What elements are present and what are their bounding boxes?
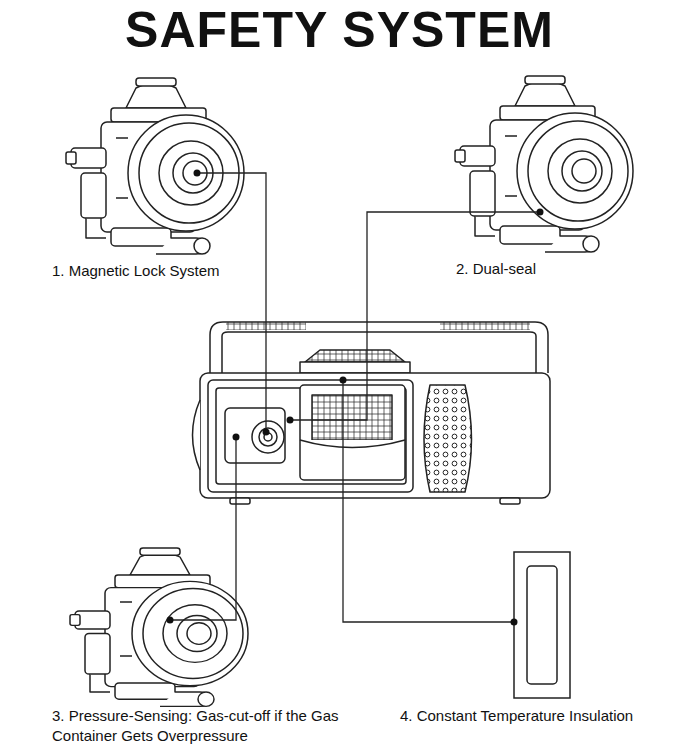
stove-illustration	[193, 322, 551, 504]
leader-dots	[167, 170, 544, 626]
diagram-title: SAFETY SYSTEM	[0, 2, 679, 58]
pressure-sensor-illustration	[70, 548, 248, 706]
part-label: 1. Magnetic Lock System	[52, 261, 312, 281]
magnetic-lock-illustration	[66, 78, 244, 254]
dual-seal-illustration	[455, 76, 633, 252]
part-label: 4. Constant Temperature Insulation	[400, 706, 675, 726]
leader-lines	[170, 173, 540, 622]
part-label: 3. Pressure-Sensing: Gas-cut-off if the …	[52, 706, 352, 746]
part-label: 2. Dual-seal	[456, 259, 656, 279]
insulation-illustration	[514, 552, 570, 698]
